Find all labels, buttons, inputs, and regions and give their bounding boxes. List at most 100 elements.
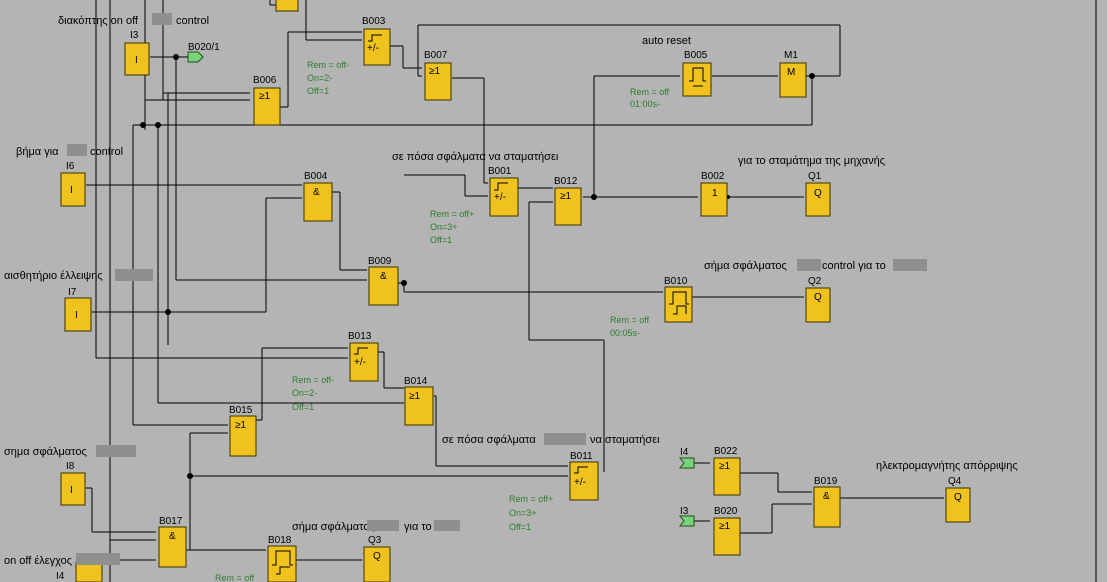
block-name: B001 [488,166,512,177]
redaction-box [67,144,87,156]
block-symbol: I [75,310,78,321]
block-B012[interactable]: B012 ≥1 [554,176,582,226]
param-rem: Rem = off [610,315,650,325]
redaction-box [152,13,172,25]
param-on: On=3+ [430,222,458,232]
param-on: On=2- [307,73,332,83]
param-off: Off=1 [430,235,452,245]
comment-on-off-switch: διακόπτης on off [58,15,139,27]
redaction-box [115,269,153,281]
block-symbol: 1 [712,188,718,199]
param-off: Off=1 [509,522,531,532]
block-B013[interactable]: B013 +/- Rem = off- On=2- Off=1 [292,331,379,412]
block-B014[interactable]: B014 ≥1 [404,376,434,426]
block-symbol: ≥1 [560,191,571,202]
block-symbol: & [313,187,320,198]
block-symbol: M [787,67,795,78]
top-partial-block[interactable] [275,0,299,12]
block-symbol: ≥1 [235,420,246,431]
block-name: I7 [68,287,77,298]
block-B018[interactable]: B018 Rem = off [215,535,297,582]
junction-dots [140,54,815,479]
param-rem: Rem = off [630,87,670,97]
comment-machine-stop: για το σταμάτημα της μηχανής [738,155,885,167]
block-name: Q4 [948,476,962,487]
block-symbol: I [70,485,73,496]
block-symbol: ≥1 [719,521,730,532]
block-name: B010 [664,276,688,287]
comment-on-off-check: on off έλεγχος [4,555,72,567]
block-name: B013 [348,331,372,342]
param-rem: Rem = off+ [509,494,553,504]
block-name: Q1 [808,171,822,182]
block-name: B006 [253,75,277,86]
block-Q1[interactable]: Q1 Q [805,171,831,217]
input-label-i3: I3 [680,506,689,517]
param-off: Off=1 [292,402,314,412]
svg-text:+/-: +/- [574,477,586,488]
svg-text:+/-: +/- [367,43,379,54]
block-B017[interactable]: B017 & [158,516,187,568]
block-B006[interactable]: B006 ≥1 [253,75,281,126]
comment-step: βήμα για [16,146,59,158]
redaction-box [797,259,821,271]
block-symbol: & [169,531,176,542]
comment-error-signal-2: σήμα σφάλματος [704,260,787,272]
block-I7[interactable]: I7 I [64,287,92,332]
comment-reject-magnet: ηλεκτρομαγνήτης απόρριψης [876,460,1018,472]
comment-for-the: για το [404,521,432,533]
block-Q2[interactable]: Q2 Q [805,276,831,323]
param-rem: Rem = off- [307,60,349,70]
block-I8[interactable]: I8 I [60,461,86,506]
block-symbol: & [823,491,830,502]
block-symbol: Q [814,292,822,303]
block-name: B005 [684,50,708,61]
block-symbol: ≥1 [259,91,270,102]
block-symbol: Q [373,551,381,562]
svg-text:+/-: +/- [354,357,366,368]
block-name: B007 [424,50,448,61]
param-rem: Rem = off- [292,375,334,385]
block-Q4[interactable]: Q4 Q [945,476,971,523]
block-B007[interactable]: B007 ≥1 [424,50,452,101]
block-B019[interactable]: B019 & [813,476,841,528]
comment-error-count-2: σε πόσα σφάλματα [442,434,536,446]
block-symbol: ≥1 [429,66,440,77]
block-I3[interactable]: I3 I [124,30,150,76]
block-I6[interactable]: I6 I [60,161,86,207]
block-name: B009 [368,256,392,267]
comment-error-signal: σημα σφάλματος [4,446,87,458]
comment-control-for: control για το [822,260,886,272]
block-name: I6 [66,161,75,172]
block-B011[interactable]: B011 +/- Rem = off+ On=3+ Off=1 [509,451,599,532]
block-B001[interactable]: B001 +/- Rem = off+ On=3+ Off=1 [430,166,519,245]
block-B020[interactable]: B020 ≥1 [713,506,741,556]
comment-sensor: αισθητήριο έλλειψης [4,270,103,282]
block-B003[interactable]: B003 +/- Rem = off- On=2- Off=1 [307,16,391,96]
connector-icon [187,51,204,63]
param-rem: Rem = off+ [430,209,474,219]
block-name: B019 [814,476,838,487]
comment-to-stop: να σταματήσει [590,434,660,446]
block-name: B020 [714,506,738,517]
comments: διακόπτης on off control B020/1 βήμα για… [4,13,1018,567]
block-B002[interactable]: B002 1 [700,171,728,217]
block-B015[interactable]: B015 ≥1 [229,405,257,457]
redaction-box [76,553,120,565]
comment-error-signal-3: σήμα σφάλματος [292,521,375,533]
param-time: 00:05s- [610,328,640,338]
block-B022[interactable]: B022 ≥1 [713,446,741,496]
input-connector-i4-icon [678,457,695,469]
block-M1[interactable]: M1 M [779,50,807,98]
block-Q3[interactable]: Q3 Q [363,535,391,582]
connector-label: B020/1 [188,42,220,53]
block-B009[interactable]: B009 & [368,256,399,306]
block-B004[interactable]: B004 & [303,171,333,222]
block-name: B015 [229,405,253,416]
comment-control: control [176,15,209,27]
block-B005[interactable]: B005 Rem = off 01:00s- [630,50,712,109]
block-B010[interactable]: B010 Rem = off 00:05s- [610,276,693,338]
redaction-box [367,520,399,531]
